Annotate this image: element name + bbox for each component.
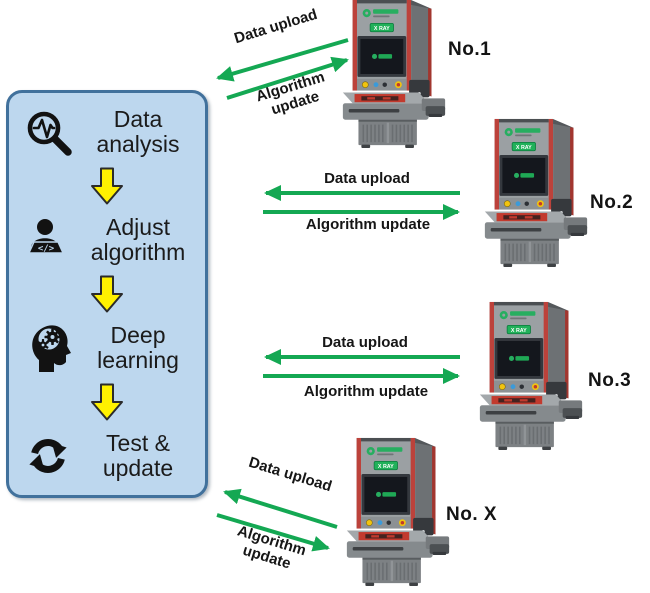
step-data-analysis: Data analysis	[17, 105, 197, 159]
flow-down-arrow	[89, 383, 125, 421]
machine-2: X RAY	[480, 117, 592, 268]
connection-2-arrows	[263, 185, 460, 220]
step-label-deep-learning: Deep learning	[97, 321, 179, 373]
code-glyph: </>	[38, 244, 55, 254]
magnifier-waveform-icon	[17, 105, 79, 159]
machine-x: X RAY	[342, 436, 454, 587]
sync-arrows-icon	[17, 429, 79, 483]
machine-label-2: No.2	[590, 192, 634, 213]
flow-down-arrow	[89, 167, 125, 205]
machine-3: X RAY	[475, 300, 587, 451]
data-upload-arrow	[223, 488, 338, 529]
xray-badge: X RAY	[511, 328, 527, 334]
inspection-machine-graphic: X RAY	[342, 0, 446, 149]
machine-label-3: No.3	[588, 370, 632, 391]
workflow-panel: Data analysis </> Adjust algorithm	[6, 90, 208, 498]
data-upload-label-2: Data upload	[324, 170, 410, 187]
machine-1: X RAY	[338, 0, 450, 149]
developer-laptop-icon: </>	[17, 213, 79, 267]
algorithm-update-arrow	[216, 513, 330, 552]
step-test-update: Test & update	[17, 429, 197, 483]
step-adjust-algorithm: </> Adjust algorithm	[17, 213, 197, 267]
xray-badge: X RAY	[374, 26, 390, 32]
machine-label-x: No. X	[446, 504, 498, 525]
algorithm-update-label-2: Algorithm update	[305, 216, 431, 233]
algorithm-update-arrow	[226, 56, 349, 100]
machine-label-1: No.1	[448, 39, 492, 60]
xray-badge: X RAY	[516, 145, 532, 151]
step-label-data-analysis: Data analysis	[96, 105, 180, 157]
connection-1-arrows	[216, 38, 349, 100]
inspection-machine-graphic: X RAY	[479, 301, 583, 451]
head-gears-icon	[17, 321, 79, 375]
algorithm-update-label-3: Algorithm update	[303, 383, 429, 400]
step-label-adjust-algorithm: Adjust algorithm	[90, 213, 186, 265]
data-upload-arrow	[216, 38, 349, 82]
connection-x-arrows	[216, 488, 338, 552]
data-upload-label-3: Data upload	[322, 334, 408, 351]
xray-badge: X RAY	[378, 464, 394, 470]
step-deep-learning: Deep learning	[17, 321, 197, 375]
inspection-machine-graphic: X RAY	[484, 118, 588, 268]
inspection-machine-graphic: X RAY	[346, 437, 450, 587]
step-label-test-update: Test & update	[102, 429, 174, 481]
flow-down-arrow	[89, 275, 125, 313]
connection-3-arrows	[263, 349, 460, 384]
